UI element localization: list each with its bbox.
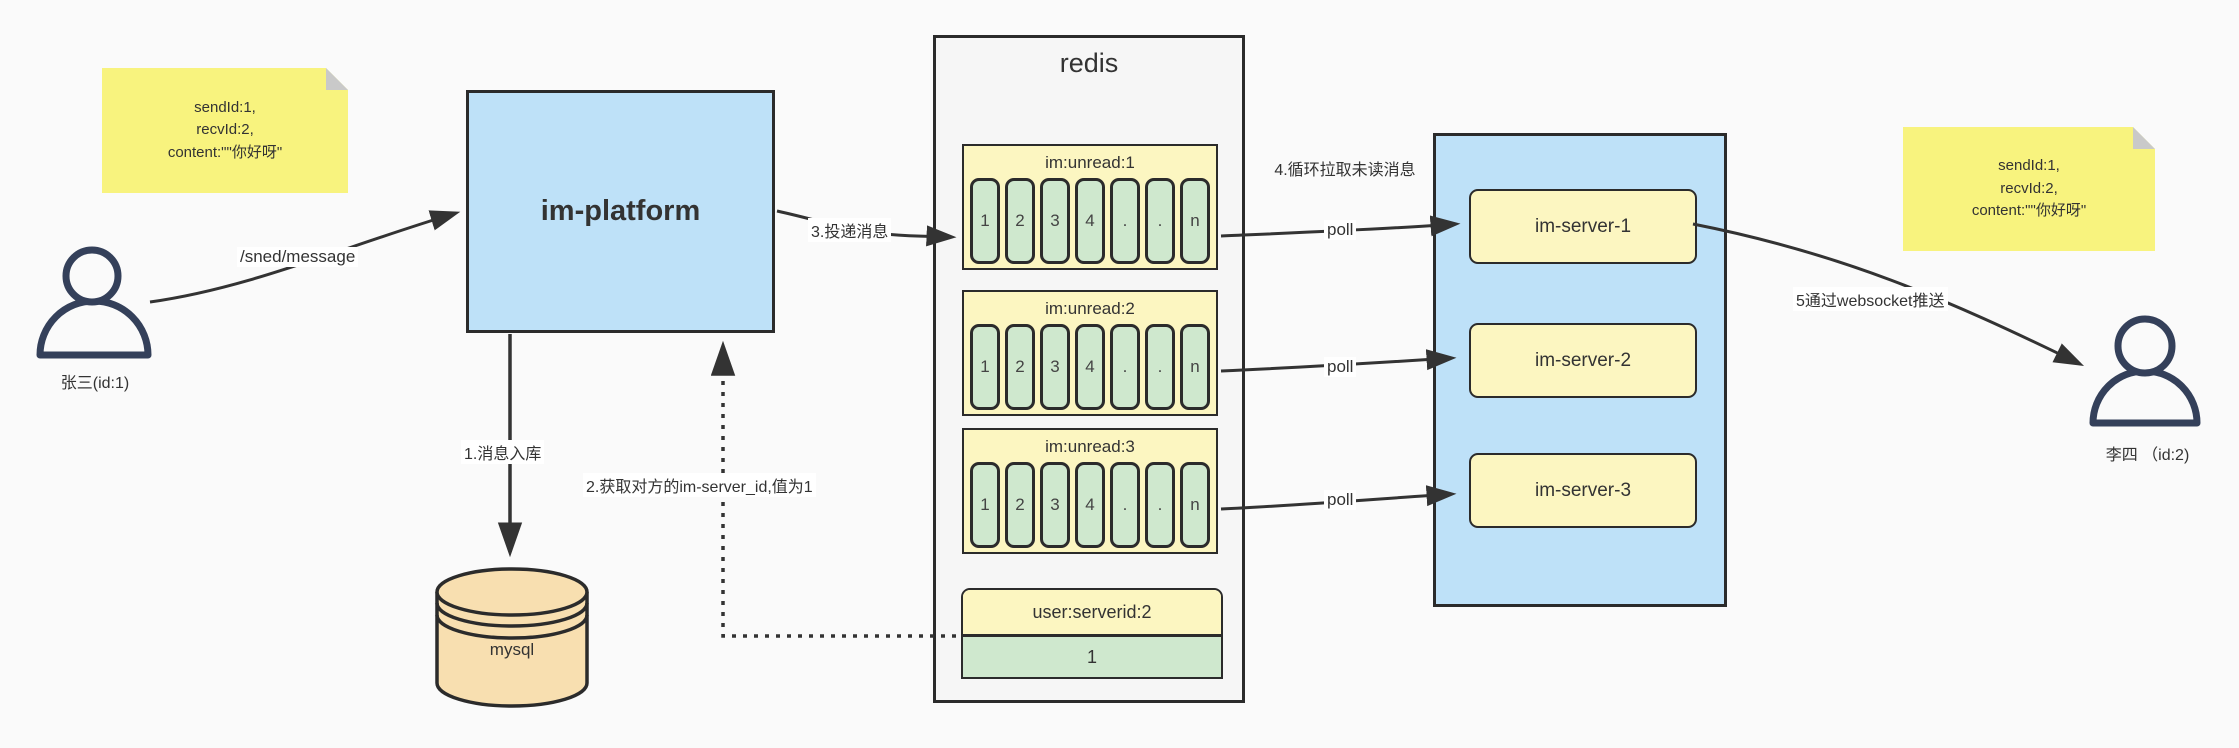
queue-cell: . — [1145, 462, 1175, 548]
mysql-label: mysql — [489, 640, 535, 659]
person-sender-label: 张三(id:1) — [60, 375, 130, 392]
server-label: im-server-3 — [1534, 479, 1632, 501]
queue-cell: 4 — [1075, 324, 1105, 410]
person-receiver-icon — [2089, 315, 2201, 427]
label-step4: 4.循环拉取未读消息 — [1258, 160, 1432, 182]
queue-cell: . — [1110, 178, 1140, 264]
person-sender-icon — [36, 246, 152, 359]
note-line: sendId:1, — [194, 98, 256, 116]
sticky-note-right: sendId:1, recvId:2, content:""你好呀" — [1903, 127, 2155, 251]
queue-cell: 2 — [1005, 324, 1035, 410]
queue-cell: n — [1180, 178, 1210, 264]
label-send-endpoint: /sned/message — [237, 247, 359, 267]
label-step2: 2.获取对方的im-server_id,值为1 — [583, 473, 816, 497]
server-label: im-server-2 — [1534, 349, 1632, 371]
label-poll-1: poll — [1324, 220, 1357, 240]
note-line: content:""你好呀" — [167, 143, 283, 161]
redis-title: redis — [1059, 48, 1119, 78]
queue-cells: 1 2 3 4 . . n — [964, 462, 1216, 552]
queue-group-1: im:unread:1 1 2 3 4 . . n — [962, 144, 1218, 270]
queue-cell: 3 — [1040, 178, 1070, 264]
note-line: recvId:2, — [196, 121, 254, 139]
queue-cell: n — [1180, 462, 1210, 548]
queue-title: im:unread:1 — [1045, 153, 1135, 172]
queue-cell: 4 — [1075, 178, 1105, 264]
queue-cell: . — [1110, 324, 1140, 410]
queue-group-2: im:unread:2 1 2 3 4 . . n — [962, 290, 1218, 416]
queue-cell: 1 — [970, 324, 1000, 410]
label-step5: 5通过websocket推送 — [1793, 287, 1948, 311]
queue-cell: 2 — [1005, 178, 1035, 264]
queue-cell: 2 — [1005, 462, 1035, 548]
queue-cell: 1 — [970, 178, 1000, 264]
server-node-3: im-server-3 — [1469, 453, 1697, 528]
queue-cell: . — [1145, 178, 1175, 264]
note-line: recvId:2, — [2000, 179, 2058, 197]
person-receiver-label: 李四 （id:2) — [2105, 447, 2190, 464]
queue-cell: 1 — [970, 462, 1000, 548]
queue-cells: 1 2 3 4 . . n — [964, 324, 1216, 414]
label-poll-2: poll — [1324, 357, 1357, 377]
note-line: content:""你好呀" — [1971, 202, 2087, 220]
label-step3: 3.投递消息 — [808, 218, 892, 242]
queue-cell: . — [1145, 324, 1175, 410]
server-node-2: im-server-2 — [1469, 323, 1697, 398]
server-node-1: im-server-1 — [1469, 189, 1697, 264]
queue-group-3: im:unread:3 1 2 3 4 . . n — [962, 428, 1218, 554]
queue-cell: 3 — [1040, 324, 1070, 410]
platform-node: im-platform — [466, 90, 775, 333]
label-poll-3: poll — [1324, 490, 1357, 510]
note-line: sendId:1, — [1998, 157, 2060, 175]
queue-title: im:unread:2 — [1045, 299, 1135, 318]
kv-box-user-serverid: user:serverid:2 1 — [961, 588, 1223, 679]
servers-container: im-server-1 im-server-2 im-server-3 — [1433, 133, 1727, 607]
sticky-corner-fold-icon — [326, 68, 348, 90]
kv-value: 1 — [963, 637, 1221, 677]
server-label: im-server-1 — [1534, 215, 1632, 237]
queue-cell: 4 — [1075, 462, 1105, 548]
kv-key: user:serverid:2 — [963, 590, 1221, 637]
queue-cell: 3 — [1040, 462, 1070, 548]
queue-title: im:unread:3 — [1045, 437, 1135, 456]
label-step1: 1.消息入库 — [461, 440, 545, 464]
sticky-note-left: sendId:1, recvId:2, content:""你好呀" — [102, 68, 348, 193]
platform-label: im-platform — [540, 195, 701, 227]
sticky-corner-fold-icon — [2133, 127, 2155, 149]
queue-cell: n — [1180, 324, 1210, 410]
mysql-database-icon — [435, 567, 589, 708]
queue-cell: . — [1110, 462, 1140, 548]
queue-cells: 1 2 3 4 . . n — [964, 178, 1216, 268]
